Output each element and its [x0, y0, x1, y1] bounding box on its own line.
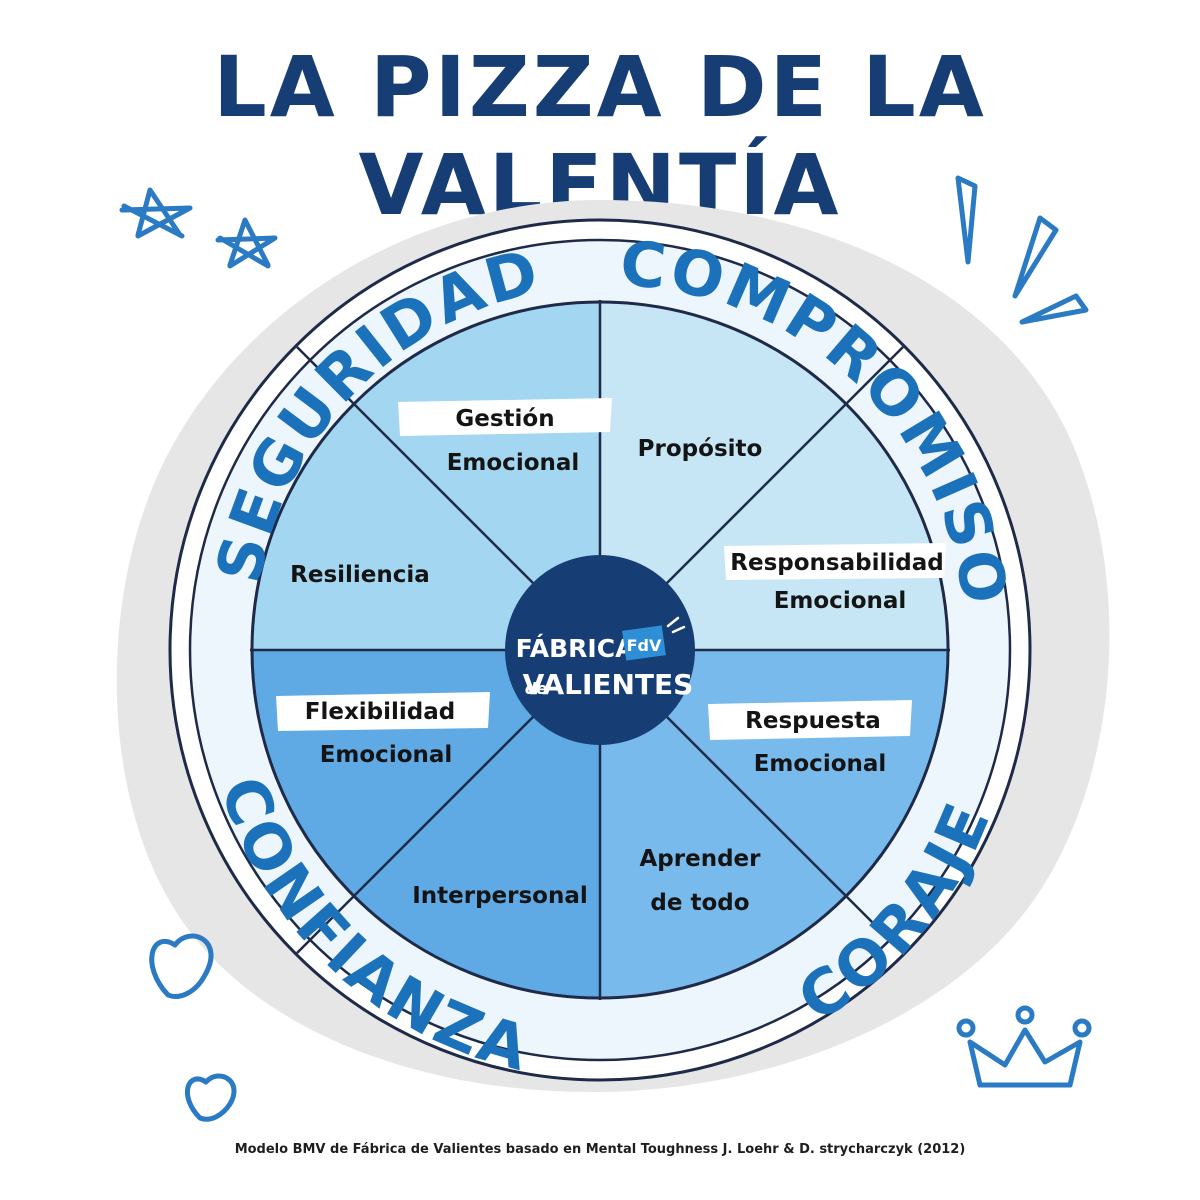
footer-credit: Modelo BMV de Fábrica de Valientes basad…: [234, 1142, 966, 1157]
logo-badge: FdV: [627, 636, 662, 655]
segment-gestion-line1: Gestión: [455, 406, 554, 432]
heart-icon: [149, 933, 214, 999]
segment-flexibilidad-line1: Flexibilidad: [305, 699, 455, 725]
page-title: LA PIZZA DE LA VALENTÍA: [213, 38, 987, 234]
label-highlights: [276, 398, 946, 740]
exclamation-icon: [955, 175, 1089, 325]
logo-line1: FÁBRICA: [516, 634, 636, 663]
segment-respuesta-line2: Emocional: [754, 751, 887, 777]
segment-flexibilidad-line2: Emocional: [320, 742, 453, 768]
star-icon: [119, 187, 193, 239]
segment-responsabilidad-line2: Emocional: [774, 588, 907, 614]
segment-responsabilidad-line1: Responsabilidad: [730, 550, 943, 576]
segment-aprender-line1: Aprender: [640, 846, 762, 872]
segment-proposito: Propósito: [638, 436, 763, 462]
segment-interpersonal: Interpersonal: [412, 883, 588, 909]
fabrica-de-valientes-logo: FÁBRICA FdV de VALIENTES: [505, 555, 695, 745]
logo-prefix: de: [525, 679, 547, 698]
segment-resiliencia: Resiliencia: [290, 562, 430, 588]
crown-icon: [956, 1005, 1092, 1088]
logo-line2: VALIENTES: [523, 668, 694, 701]
star-icon: [215, 217, 278, 269]
segment-gestion-line2: Emocional: [447, 450, 580, 476]
segment-aprender-line2: de todo: [650, 890, 749, 916]
heart-icon: [185, 1073, 237, 1122]
segment-respuesta-line1: Respuesta: [745, 708, 881, 734]
